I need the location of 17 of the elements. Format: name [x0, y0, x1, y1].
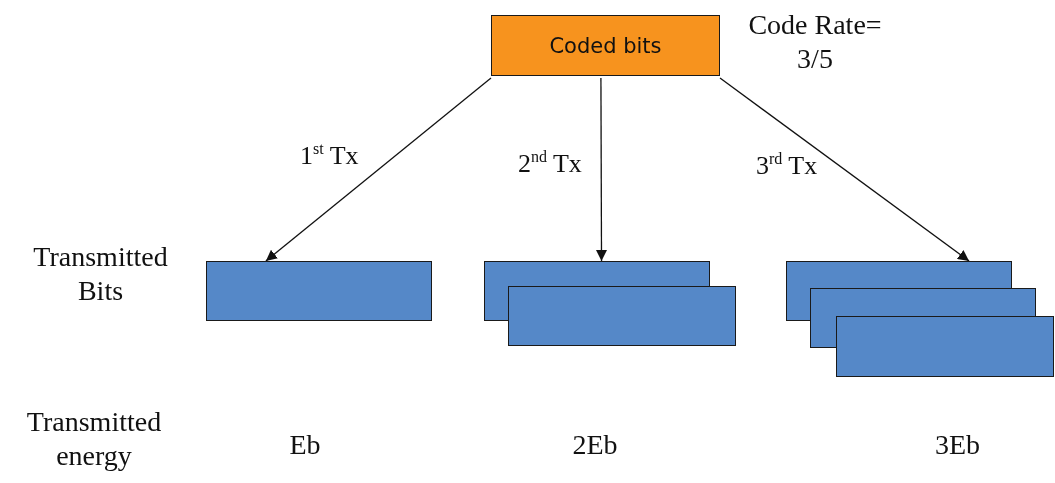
- data-block: [206, 261, 432, 321]
- row-label: Transmitted energy: [25, 405, 163, 473]
- arrow: [265, 77, 492, 262]
- energy-value: Eb: [288, 428, 322, 462]
- rate-label: Code Rate= 3/5: [747, 8, 883, 76]
- node-label: Coded bits: [549, 33, 662, 58]
- stacked-block-overlay: [836, 316, 1054, 377]
- row-label: Transmitted Bits: [32, 240, 169, 308]
- arrow: [719, 77, 970, 262]
- energy-value: 2Eb: [571, 428, 619, 462]
- stacked-block-overlay: [508, 286, 736, 346]
- edge-label: 3$^{rd}$ Tx: [756, 150, 818, 181]
- process-box: [491, 15, 720, 76]
- edge-label: 2$^{nd}$ Tx: [517, 148, 582, 179]
- edge-label: 1$^{st}$ Tx: [300, 140, 359, 171]
- energy-value: 3Eb: [933, 428, 982, 462]
- arrow: [596, 77, 607, 262]
